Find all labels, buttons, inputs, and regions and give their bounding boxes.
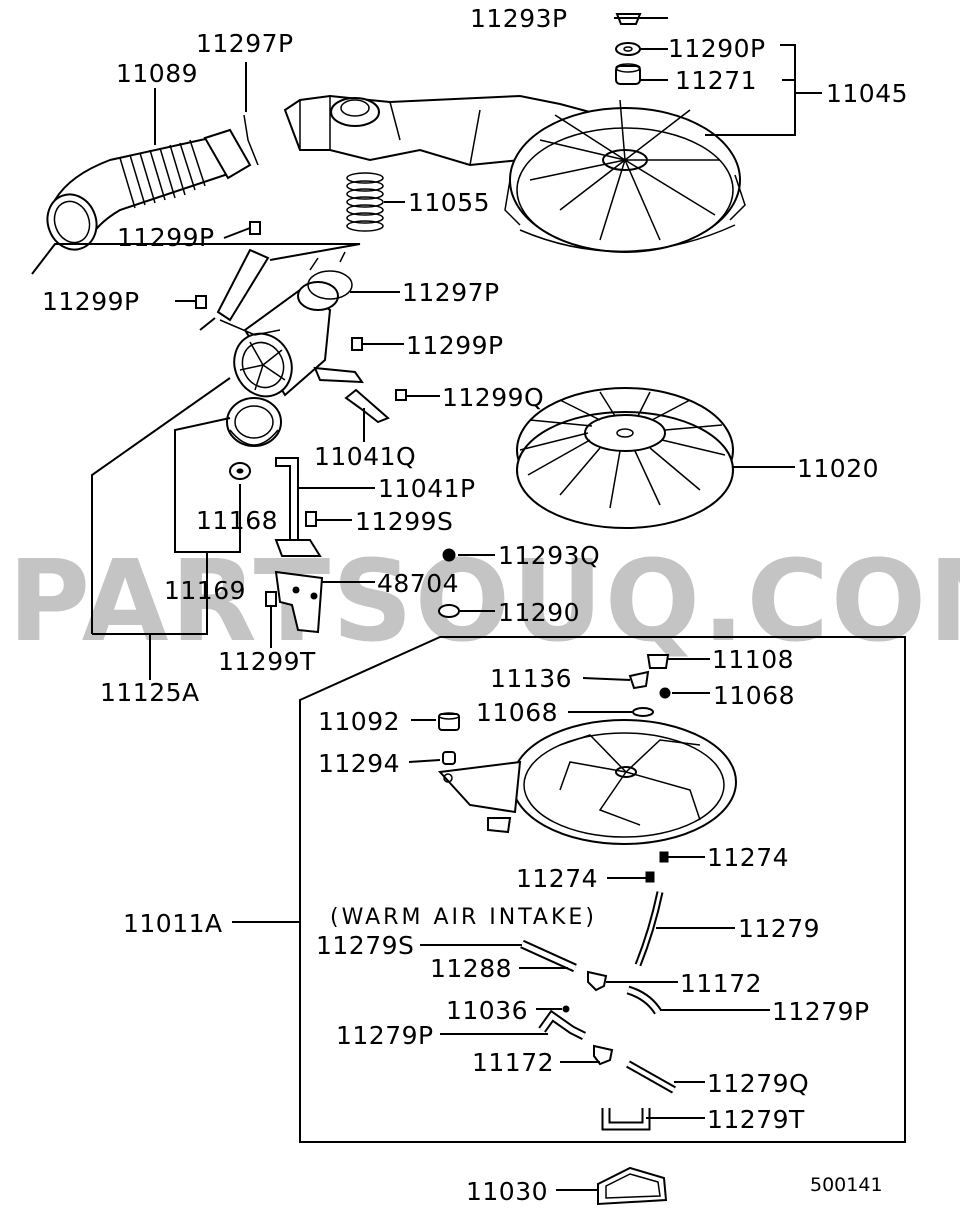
part-label-11299P-a[interactable]: 11299P — [117, 223, 215, 252]
part-label-11030[interactable]: 11030 — [466, 1177, 548, 1206]
pin-11036-drawing — [562, 1005, 570, 1013]
part-label-11299P-b[interactable]: 11299P — [42, 287, 140, 316]
hose-clip-top-drawing — [243, 114, 259, 166]
bolt-11299T-drawing — [265, 591, 277, 607]
bracket-11041P-drawing — [274, 457, 322, 557]
nozzle-11108-drawing — [646, 654, 670, 669]
part-label-11279P-b[interactable]: 11279P — [336, 1021, 434, 1050]
joint-11172-a-drawing — [587, 970, 608, 992]
part-label-11169[interactable]: 11169 — [164, 576, 246, 605]
watermark-text: PARTSOUQ.COM — [8, 537, 960, 667]
part-label-11274-b[interactable]: 11274 — [516, 864, 598, 893]
collar-11294-drawing — [442, 751, 456, 765]
part-label-11168[interactable]: 11168 — [196, 506, 278, 535]
bolt-11299S-drawing — [305, 511, 317, 527]
warm-air-valve-drawing — [216, 248, 364, 398]
part-label-11299Q[interactable]: 11299Q — [442, 383, 544, 412]
part-label-11279[interactable]: 11279 — [738, 914, 820, 943]
part-label-11045[interactable]: 11045 — [826, 79, 908, 108]
screw-11274-a-drawing — [659, 851, 669, 863]
part-label-11299T[interactable]: 11299T — [218, 647, 316, 676]
part-labels: 11293P 11290P 11271 11045 11297P 11089 1… — [42, 4, 908, 1206]
seal-11068-b-drawing — [632, 707, 654, 717]
leader-11294 — [408, 759, 441, 763]
connector-ring-drawing — [226, 397, 282, 447]
bracket-11041Q-drawing — [344, 388, 390, 424]
part-label-11299S[interactable]: 11299S — [355, 507, 453, 536]
air-filter-element-drawing — [516, 387, 734, 529]
leader-11089-v — [31, 243, 361, 331]
part-label-11041P[interactable]: 11041P — [378, 474, 476, 503]
clamp-ring-drawing — [307, 251, 353, 300]
part-label-11279T[interactable]: 11279T — [707, 1105, 805, 1134]
part-label-11279S[interactable]: 11279S — [316, 931, 414, 960]
seal-11068-a-drawing — [659, 687, 671, 699]
leader-11136 — [582, 677, 631, 681]
part-label-11172-a[interactable]: 11172 — [680, 969, 762, 998]
part-label-11068-a[interactable]: 11068 — [713, 681, 795, 710]
nipple-11136-drawing — [628, 670, 650, 690]
part-label-11271[interactable]: 11271 — [675, 66, 757, 95]
gasket-11030-drawing — [597, 1166, 668, 1206]
part-label-11089[interactable]: 11089 — [116, 59, 198, 88]
part-label-11297P-top[interactable]: 11297P — [196, 29, 294, 58]
screw-11274-b-drawing — [645, 871, 655, 883]
part-label-11279Q[interactable]: 11279Q — [707, 1069, 809, 1098]
part-label-11297P-mid[interactable]: 11297P — [402, 278, 500, 307]
part-label-11279P-a[interactable]: 11279P — [772, 997, 870, 1026]
spring-drawing — [346, 172, 384, 232]
joint-11172-b-drawing — [593, 1044, 614, 1066]
lower-case-drawing — [437, 719, 737, 845]
part-label-11041Q[interactable]: 11041Q — [314, 442, 416, 471]
part-label-11108[interactable]: 11108 — [712, 645, 794, 674]
pipe-11288-drawing — [520, 939, 577, 973]
part-label-11293Q[interactable]: 11293Q — [498, 541, 600, 570]
part-label-11294[interactable]: 11294 — [318, 749, 400, 778]
part-label-11092[interactable]: 11092 — [318, 707, 400, 736]
part-label-11036[interactable]: 11036 — [446, 996, 528, 1025]
part-label-11293P[interactable]: 11293P — [470, 4, 568, 33]
cap-washer-grommet-drawing — [615, 13, 642, 85]
intake-duct-drawing — [46, 128, 252, 251]
part-label-11125A[interactable]: 11125A — [100, 678, 200, 707]
bracket-48704-drawing — [274, 570, 324, 634]
part-label-11290P[interactable]: 11290P — [668, 34, 766, 63]
part-label-11136[interactable]: 11136 — [490, 664, 572, 693]
leader-11125A-11169 — [91, 377, 241, 680]
part-label-11172-b[interactable]: 11172 — [472, 1048, 554, 1077]
diagram-code: 500141 — [810, 1174, 883, 1196]
part-label-48704[interactable]: 48704 — [377, 569, 459, 598]
part-label-11290[interactable]: 11290 — [498, 598, 580, 627]
nut-washer-drawing — [438, 548, 460, 618]
warm-air-intake-note: (WARM AIR INTAKE) — [330, 905, 597, 930]
leader-11045 — [614, 17, 822, 136]
part-label-11055[interactable]: 11055 — [408, 188, 490, 217]
grommet-11092-drawing — [438, 712, 460, 731]
part-label-11288[interactable]: 11288 — [430, 954, 512, 983]
part-label-11274-a[interactable]: 11274 — [707, 843, 789, 872]
part-label-11020[interactable]: 11020 — [797, 454, 879, 483]
part-label-11068-b[interactable]: 11068 — [476, 698, 558, 727]
assembly-box-11011A — [299, 636, 906, 1143]
part-label-11011A[interactable]: 11011A — [123, 909, 223, 938]
grommet-11168-drawing — [229, 462, 251, 480]
part-label-11299P-c[interactable]: 11299P — [406, 331, 504, 360]
leader-11299P-a — [223, 227, 251, 239]
hose-11279T-drawing — [601, 1108, 651, 1131]
air-cleaner-case-drawing — [283, 94, 746, 253]
